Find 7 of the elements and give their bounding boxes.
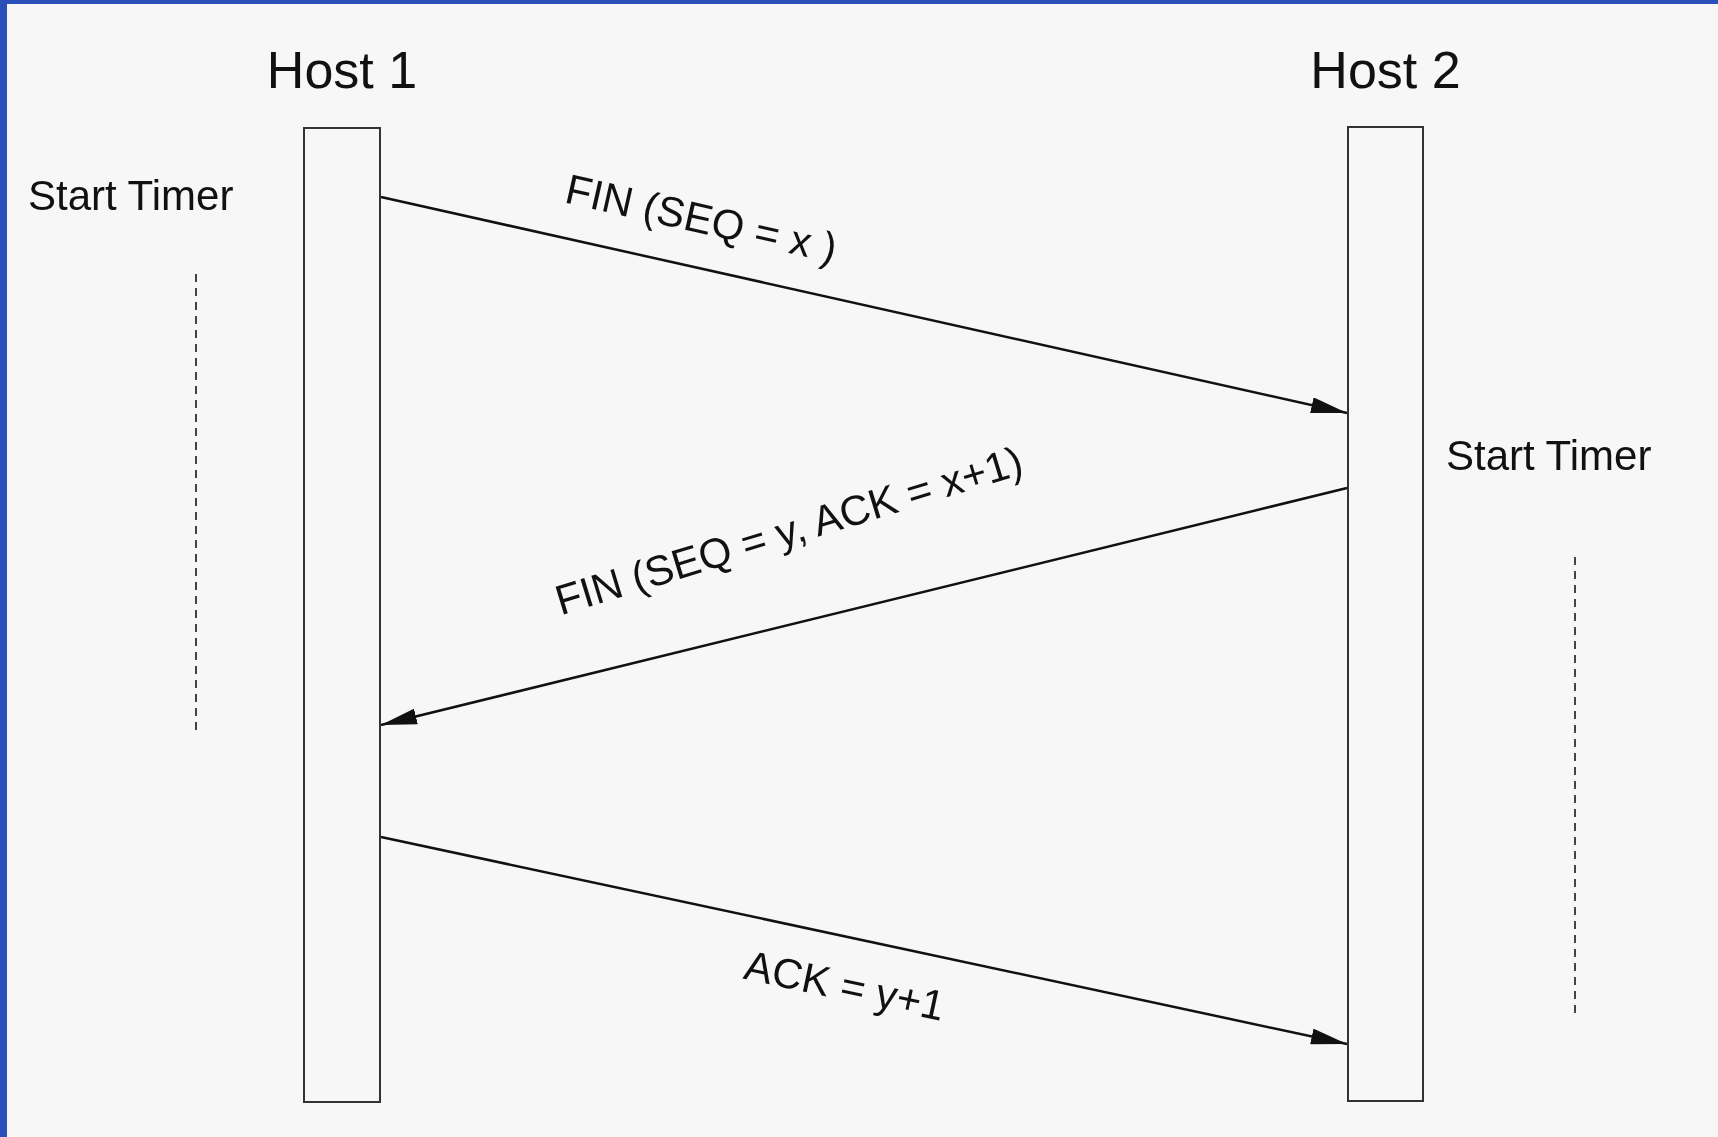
message-arrow <box>380 835 1348 1046</box>
lifeline-heading: Host 2 <box>1309 40 1462 100</box>
message-arrow <box>380 486 1348 727</box>
lifeline-heading: Host 1 <box>265 40 419 100</box>
message-arrow <box>380 195 1348 415</box>
timer-note: Start Timer <box>1446 432 1652 480</box>
timer-note: Start Timer <box>28 172 234 220</box>
